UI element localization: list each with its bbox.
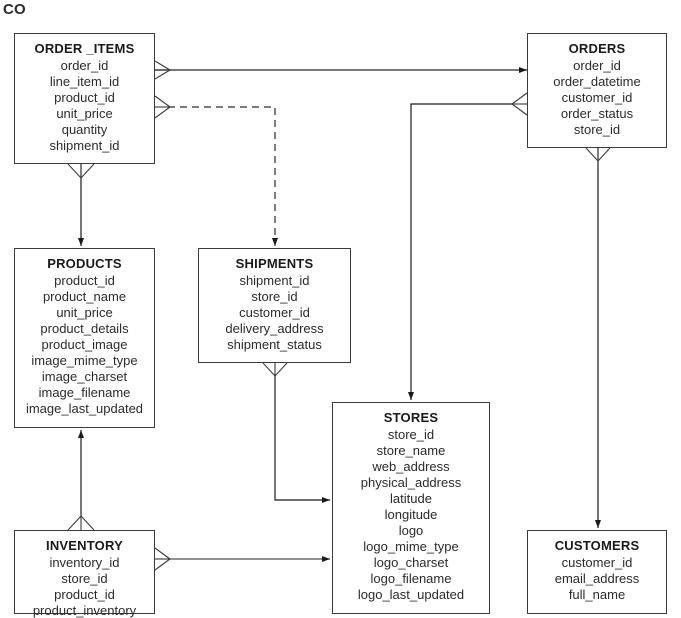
- relationship-inventory-stores: [154, 547, 330, 571]
- attribute-row: logo_last_updated: [357, 587, 465, 602]
- entity-title-stores: STORES: [383, 410, 439, 425]
- attribute-row: email_address: [554, 571, 640, 586]
- attribute-list-customers: customer_id email_address full_name: [528, 555, 666, 603]
- relationship-orders-stores: [408, 92, 528, 400]
- attribute-row: store_id: [573, 122, 621, 137]
- relationship-order-items-products: [67, 163, 95, 246]
- attribute-row: inventory_id: [49, 555, 120, 570]
- attribute-list-inventory: inventory_id store_id product_id product…: [15, 555, 154, 618]
- attribute-row: delivery_address: [225, 321, 324, 336]
- attribute-row: product_id: [54, 90, 115, 105]
- attribute-row: full_name: [568, 587, 626, 602]
- attribute-row: store_id: [61, 571, 108, 586]
- attribute-list-order-items: order_id line_item_id product_id unit_pr…: [15, 58, 154, 154]
- attribute-row: product_image: [41, 337, 128, 352]
- attribute-row: web_address: [372, 459, 450, 474]
- attribute-row: product_inventory: [32, 603, 137, 618]
- attribute-row: order_id: [60, 58, 109, 73]
- entity-inventory[interactable]: INVENTORY inventory_id store_id product_…: [14, 530, 155, 618]
- attribute-row: shipment_id: [49, 138, 120, 153]
- relationship-orders-customers: [585, 147, 611, 528]
- attribute-row: logo_filename: [370, 571, 452, 586]
- attribute-row: customer_id: [561, 90, 633, 105]
- relationship-order-items-shipments: [154, 95, 278, 246]
- attribute-row: product_name: [42, 289, 127, 304]
- attribute-row: store_name: [376, 443, 446, 458]
- entity-title-orders: ORDERS: [568, 41, 626, 56]
- attribute-row: physical_address: [360, 475, 462, 490]
- entity-shipments[interactable]: SHIPMENTS shipment_id store_id customer_…: [198, 248, 351, 363]
- attribute-row: unit_price: [56, 106, 113, 121]
- attribute-row: image_last_updated: [25, 401, 144, 416]
- entity-title-order-items: ORDER _ITEMS: [34, 41, 135, 56]
- entity-customers[interactable]: CUSTOMERS customer_id email_address full…: [527, 530, 667, 614]
- attribute-row: logo_charset: [373, 555, 449, 570]
- entity-title-inventory: INVENTORY: [46, 538, 123, 553]
- attribute-row: logo: [398, 523, 424, 538]
- attribute-row: unit_price: [56, 305, 113, 320]
- attribute-row: order_status: [560, 106, 634, 121]
- diagram-title: CO: [3, 1, 26, 18]
- relationship-shipments-stores: [262, 362, 330, 503]
- relationship-inventory-products: [67, 430, 95, 531]
- attribute-row: logo_mime_type: [363, 539, 459, 554]
- attribute-row: customer_id: [561, 555, 633, 570]
- attribute-row: image_filename: [38, 385, 131, 400]
- attribute-list-shipments: shipment_id store_id customer_id deliver…: [199, 273, 350, 353]
- attribute-row: customer_id: [239, 305, 310, 320]
- attribute-row: product_details: [40, 321, 129, 336]
- relationship-order-items-orders: [154, 60, 527, 80]
- attribute-row: image_charset: [41, 369, 128, 384]
- entity-title-products: PRODUCTS: [47, 256, 122, 271]
- entity-order-items[interactable]: ORDER _ITEMS order_id line_item_id produ…: [14, 33, 155, 164]
- attribute-row: quantity: [61, 122, 108, 137]
- entity-orders[interactable]: ORDERS order_id order_datetime customer_…: [527, 33, 667, 148]
- entity-title-shipments: SHIPMENTS: [235, 256, 314, 271]
- attribute-row: store_id: [387, 427, 435, 442]
- attribute-row: order_datetime: [553, 74, 641, 89]
- attribute-row: product_id: [54, 273, 115, 288]
- attribute-row: image_mime_type: [31, 353, 138, 368]
- attribute-row: shipment_id: [239, 273, 310, 288]
- entity-products[interactable]: PRODUCTS product_id product_name unit_pr…: [14, 248, 155, 428]
- attribute-row: store_id: [251, 289, 298, 304]
- attribute-list-orders: order_id order_datetime customer_id orde…: [528, 58, 666, 138]
- attribute-row: product_id: [54, 587, 115, 602]
- attribute-row: longitude: [384, 507, 438, 522]
- entity-title-customers: CUSTOMERS: [554, 538, 640, 553]
- entity-stores[interactable]: STORES store_id store_name web_address p…: [332, 402, 490, 614]
- attribute-row: shipment_status: [227, 337, 322, 352]
- attribute-list-stores: store_id store_name web_address physical…: [333, 427, 489, 603]
- attribute-row: latitude: [390, 491, 432, 506]
- attribute-list-products: product_id product_name unit_price produ…: [15, 273, 154, 417]
- attribute-row: line_item_id: [49, 74, 120, 89]
- attribute-row: order_id: [573, 58, 621, 73]
